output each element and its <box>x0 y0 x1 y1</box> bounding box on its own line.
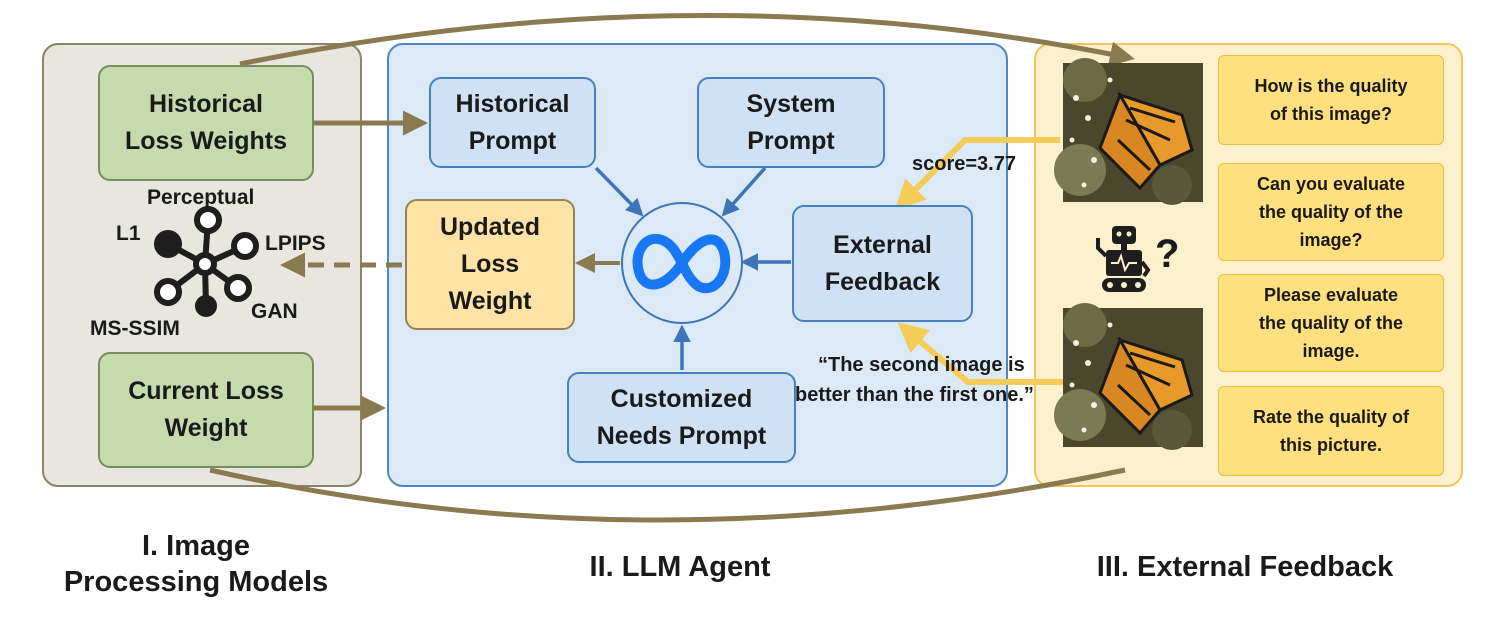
question-box-3: Please evaluate the quality of the image. <box>1218 274 1444 372</box>
system-prompt-line-1: System <box>746 89 836 118</box>
panel-3-title: III. External Feedback <box>1096 551 1394 583</box>
quote-line-1: “The second image is <box>818 354 1025 376</box>
historical-weights-line-1: Historical <box>149 90 263 118</box>
historical-prompt-line-2: Prompt <box>468 126 557 155</box>
customized-prompt-line-1: Customized <box>610 384 753 413</box>
panel-1-title-line-2: Processing Models <box>63 566 329 598</box>
question-box-2: Can you evaluate the quality of the image? <box>1218 163 1444 261</box>
ms-ssim-label: MS-SSIM <box>90 317 180 340</box>
comparison-arrow <box>897 322 1063 385</box>
historical-prompt-line-1: Historical <box>455 89 570 118</box>
question-2-line-1: Can you evaluate <box>1256 174 1406 194</box>
question-mark: ? <box>1155 232 1180 276</box>
question-1-line-2: of this image? <box>1269 104 1392 124</box>
butterfly-image-1 <box>1054 58 1203 205</box>
question-2-line-2: the quality of the <box>1259 202 1403 222</box>
question-4-line-2: this picture. <box>1279 435 1382 455</box>
question-box-1: How is the quality of this image? <box>1218 55 1444 145</box>
bottom-arc <box>209 467 1126 523</box>
panel-1-title-line-1: I. Image <box>142 530 250 562</box>
gan-label: GAN <box>251 300 298 323</box>
top-arc-arrow <box>239 12 1135 67</box>
butterfly-image-2 <box>1054 303 1203 450</box>
updated-weight-line-1: Updated <box>440 213 540 241</box>
question-3-line-2: the quality of the <box>1259 313 1403 333</box>
question-3-line-3: image. <box>1302 341 1360 361</box>
updated-weight-line-3: Weight <box>448 287 532 315</box>
lpips-label: LPIPS <box>265 232 326 255</box>
panel-2-title: II. LLM Agent <box>589 551 771 583</box>
historical-prompt-arrow <box>594 166 644 217</box>
question-box-4: Rate the quality of this picture. <box>1218 386 1444 476</box>
external-feedback-line-1: External <box>833 230 932 259</box>
loss-network-icon <box>154 206 259 317</box>
system-prompt-line-2: Prompt <box>747 126 835 155</box>
perceptual-label: Perceptual <box>147 186 255 209</box>
question-1-line-1: How is the quality <box>1254 76 1408 96</box>
meta-infinity-icon <box>632 233 731 293</box>
panel-1-title: I. Image Processing Models <box>40 528 352 600</box>
score-label: score=3.77 <box>912 153 1016 175</box>
updated-weight-line-2: Loss <box>460 250 520 278</box>
question-4-line-1: Rate the quality of <box>1252 407 1409 427</box>
current-weight-line-2: Weight <box>164 414 248 442</box>
question-3-line-1: Please evaluate <box>1263 285 1399 305</box>
historical-weights-line-2: Loss Weights <box>124 127 288 155</box>
score-arrow <box>894 137 1060 211</box>
external-feedback-line-2: Feedback <box>824 267 941 296</box>
quote-line-2: better than the first one.” <box>795 384 1034 406</box>
system-prompt-arrow <box>721 166 767 217</box>
current-weight-line-1: Current Loss <box>128 377 284 405</box>
l1-label: L1 <box>116 222 141 245</box>
customized-prompt-line-2: Needs Prompt <box>596 421 767 450</box>
question-2-line-3: image? <box>1299 230 1363 250</box>
robot-icon <box>1096 226 1151 292</box>
